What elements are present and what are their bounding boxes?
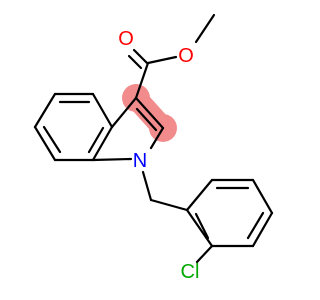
bond-carbonyl-c-o-double-1 [132, 48, 149, 65]
bond-c3-carbonyl-c [134, 61, 150, 100]
chlorobenzyl-group [141, 170, 274, 264]
bond-n1-ch2 [141, 170, 153, 202]
molecule-diagram: O O N Cl [33, 13, 274, 283]
bond-ring-f [185, 208, 214, 248]
bond-ring-a [185, 178, 214, 212]
bond-carbonyl-c-o-ester [146, 55, 178, 65]
bond-c7-c6-inner [42, 125, 62, 154]
bond-c3a-c3 [110, 96, 138, 129]
atom-label-chlorine: Cl [181, 261, 200, 283]
bond-ring-d-inner [246, 211, 265, 240]
bond-ring-d [251, 211, 274, 248]
bond-c3-c2 [134, 96, 165, 130]
bond-c3a-c7a-inner [87, 126, 105, 154]
bond-ch2-ring [149, 198, 189, 212]
atom-label-nitrogen: N [133, 150, 147, 172]
methyl-ester-group [127, 13, 216, 100]
bond-ring-f-inner [194, 212, 210, 240]
bond-carbonyl-c-o-double-2 [127, 54, 143, 70]
bond-c2-n1 [149, 126, 165, 150]
indole-benzene-ring [33, 92, 114, 162]
atom-label-carbonyl-oxygen: O [118, 28, 134, 50]
bond-ring-cl [195, 244, 214, 264]
bond-ring-c [251, 178, 274, 215]
bond-n1-c7a [91, 157, 133, 162]
bond-c6-c5 [33, 92, 57, 129]
indole-pyrrole-ring [91, 96, 165, 162]
bond-c4-c3a [91, 92, 114, 129]
bond-c3-c2-inner [135, 107, 158, 132]
bond-o-methyl [194, 13, 216, 44]
bond-c3a-c7a [91, 125, 114, 162]
atom-label-ester-oxygen: O [178, 45, 194, 67]
bond-c7-c6 [33, 125, 57, 162]
structure-canvas: O O N Cl [33, 13, 274, 283]
